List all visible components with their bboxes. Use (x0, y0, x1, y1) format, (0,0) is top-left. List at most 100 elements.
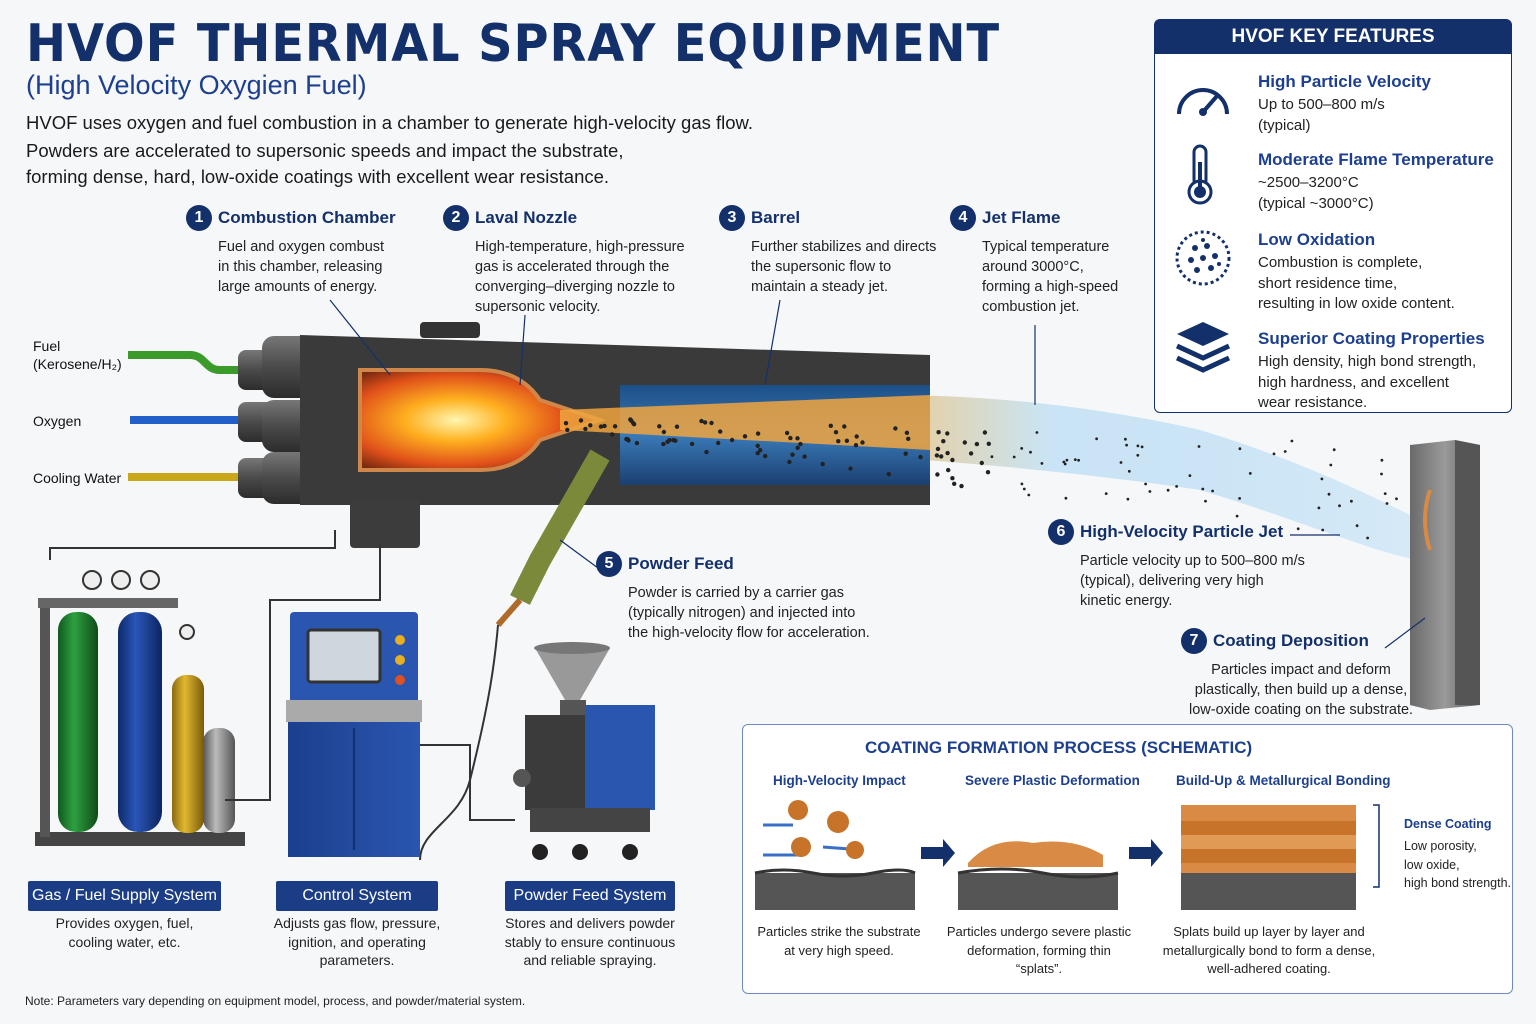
particle-dot (802, 454, 807, 459)
step-number: 2 (443, 205, 469, 231)
stage-impact-illustration (754, 800, 916, 910)
particle-dot (716, 440, 721, 446)
particle-dot (959, 483, 964, 489)
speedometer-icon (1177, 88, 1229, 116)
step-description: High-temperature, high-pressure gas is a… (475, 239, 685, 315)
particle-dot (1020, 447, 1024, 450)
feature-particle-velocity: High Particle Velocity Up to 500–800 m/s… (1258, 72, 1431, 136)
particle-dot (1248, 472, 1252, 475)
particle-dot (1385, 502, 1389, 505)
particle-dot (1283, 450, 1287, 453)
particle-dot (657, 424, 662, 429)
particle-dot (1020, 482, 1024, 486)
particle-dot (1290, 439, 1294, 443)
intro-line-3: forming dense, hard, low-oxide coatings … (26, 166, 610, 187)
oxygen-label: Oxygen (33, 413, 82, 429)
particle-dot (1148, 490, 1152, 493)
feature-title: Moderate Flame Temperature (1258, 150, 1494, 169)
page-subtitle: (High Velocity Oxygien Fuel) (26, 70, 367, 100)
key-features-heading: HVOF KEY FEATURES (1155, 20, 1511, 54)
particle-dot (755, 443, 760, 448)
dense-coating-description: Low porosity, low oxide, high bond stren… (1404, 839, 1512, 890)
particle-dot (906, 436, 911, 441)
fuel-line (128, 351, 250, 374)
intro-line-2: Powders are accelerated to supersonic sp… (26, 140, 624, 161)
particle-dot (1235, 514, 1239, 518)
particle-dot (758, 448, 763, 453)
step-title: Coating Deposition (1213, 631, 1369, 650)
particle-dot (790, 452, 795, 457)
particles-icon (1175, 230, 1231, 286)
particle-dot (631, 422, 637, 427)
feature-description: High density, high bond strength, high h… (1258, 353, 1477, 411)
powder-feeder (513, 642, 655, 860)
particle-dot (904, 430, 910, 435)
key-features-panel: HVOF KEY FEATURES High Particle Velocity… (1154, 19, 1512, 413)
particle-dot (588, 423, 593, 428)
particle-dot (795, 436, 800, 441)
particle-dot (661, 429, 667, 435)
particle-dot (1124, 437, 1127, 441)
particle-dot (709, 420, 714, 426)
particle-dot (674, 424, 680, 429)
particle-dot (935, 446, 941, 452)
control-system-description: Adjusts gas flow, pressure, ignition, an… (273, 915, 441, 968)
particle-dot (848, 466, 853, 471)
step-number: 7 (1181, 628, 1207, 654)
particle-dot (1140, 445, 1144, 449)
particle-dot (1073, 458, 1077, 461)
particle-dot (788, 435, 793, 441)
particle-dot (689, 441, 695, 447)
coating-process-title: COATING FORMATION PROCESS (SCHEMATIC) (865, 738, 1253, 757)
bracket (1373, 804, 1380, 888)
feature-coating-properties: Superior Coating Properties High density… (1258, 329, 1485, 414)
particle-dot (661, 441, 666, 447)
particle-dot (820, 461, 825, 467)
particle-dot (609, 432, 615, 437)
particle-dot (974, 441, 980, 447)
particle-dot (1321, 528, 1325, 532)
particle-dot (1272, 452, 1276, 456)
particle-dot (945, 431, 950, 436)
stage-description-deformation: Particles undergo severe plastic deforma… (946, 924, 1132, 976)
particle-dot (1035, 431, 1039, 434)
gun-cap (420, 322, 480, 338)
step-number: 3 (719, 205, 745, 231)
particle-dot (1296, 527, 1300, 531)
feature-description: Combustion is complete, short residence … (1258, 254, 1455, 312)
feature-low-oxidation: Low Oxidation Combustion is complete, sh… (1258, 230, 1455, 315)
particle-dot (787, 459, 792, 465)
particle-dot (1201, 487, 1205, 491)
particle-dot (1350, 499, 1353, 503)
particle-dot (918, 454, 923, 460)
particle-dot (729, 437, 735, 443)
particle-dot (704, 449, 709, 455)
thermometer-icon (1187, 144, 1213, 205)
powder-injector (510, 449, 610, 605)
particle-dot (854, 434, 859, 439)
stage-title-impact: High-Velocity Impact (773, 773, 906, 788)
particle-dot (1366, 536, 1369, 540)
particle-dot (763, 453, 768, 459)
particle-dot (1095, 437, 1098, 441)
cooling-water-label: Cooling Water (33, 470, 122, 486)
step-description: Particle velocity up to 500–800 m/s (typ… (1080, 553, 1305, 609)
particle-dot (1395, 497, 1398, 501)
gas-supply-rack (35, 530, 381, 846)
step-description: Further stabilizes and directs the super… (751, 239, 937, 295)
step-title: Laval Nozzle (475, 208, 578, 227)
particle-dot (945, 450, 950, 456)
particle-dot (886, 472, 891, 477)
dense-coating-title: Dense Coating (1404, 817, 1492, 831)
arrow-right-icon (921, 839, 955, 867)
feature-title: Superior Coating Properties (1258, 329, 1485, 348)
particle-dot (990, 455, 994, 459)
stage-title-deformation: Severe Plastic Deformation (965, 773, 1140, 788)
particle-dot (935, 472, 940, 477)
particle-stream (563, 417, 1398, 540)
particle-dot (755, 451, 760, 456)
feature-title: Low Oxidation (1258, 230, 1376, 249)
particle-dot (699, 418, 704, 424)
